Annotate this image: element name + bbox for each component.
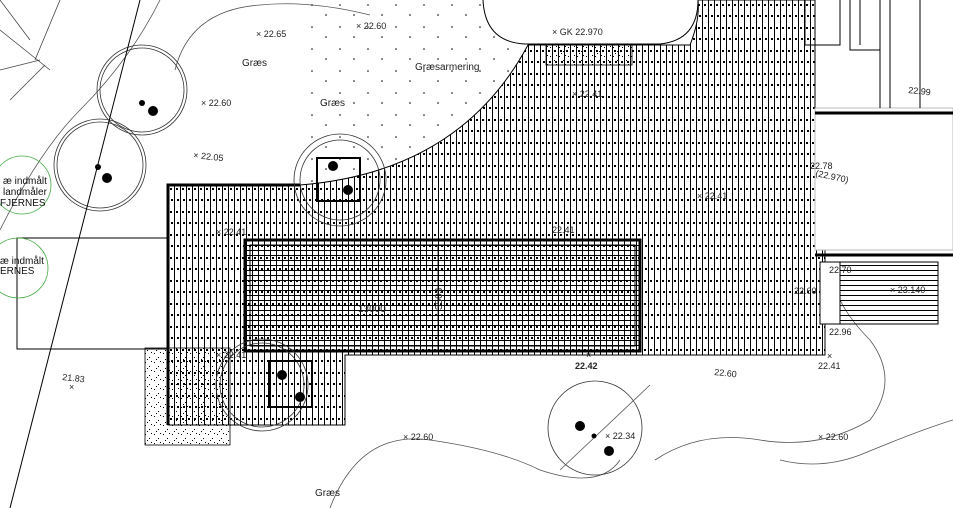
level-point-marker: ×	[827, 351, 832, 361]
planter-rounded	[482, 0, 699, 45]
level-point: × GK 22.970	[552, 27, 603, 37]
wooden-deck	[243, 238, 642, 353]
tree-note: æ indmålt	[0, 255, 44, 267]
paving-border	[166, 183, 300, 425]
level-point: × 22.41	[697, 191, 727, 201]
level-point: × 22.05	[193, 150, 224, 163]
level-point: × 22.65	[256, 29, 286, 39]
tree-note: ERNES	[0, 266, 35, 277]
tree-note: landmåler	[3, 186, 48, 198]
area-label: Græs	[320, 98, 345, 109]
level-point: 22.42	[575, 361, 598, 371]
gravel-strip	[545, 44, 633, 66]
level-point: × 22.41	[572, 89, 602, 99]
tree-pit	[316, 157, 361, 202]
tree-note: æ indmålt	[3, 175, 47, 187]
level-point: 22.70	[829, 265, 852, 275]
level-point: 21.83	[62, 372, 85, 384]
level-point: × 22.60	[818, 432, 848, 442]
labels: Græs Græs Græs Græsarmering 13000 3503 æ…	[0, 21, 931, 499]
level-point: × 23.140	[890, 285, 925, 295]
level-point: × 22.60	[201, 98, 231, 108]
level-point: 22.41	[552, 225, 575, 235]
area-label: Græs	[242, 58, 267, 69]
level-point: 22.99	[908, 85, 931, 97]
tree-markers	[95, 100, 614, 456]
level-point: × 22.60	[403, 432, 433, 442]
level-point: 22.60	[794, 286, 817, 296]
existing-structure-outline	[16, 237, 168, 350]
area-label: Græsarmering	[415, 62, 479, 73]
tree-note: FJERNES	[0, 198, 46, 209]
level-point: 22.60	[714, 367, 737, 379]
trees	[0, 0, 651, 508]
level-point: 22.78	[810, 161, 833, 171]
area-label: Græs	[315, 488, 340, 499]
tree-pit	[268, 360, 313, 408]
building-right	[804, 0, 953, 325]
level-point: 22.96	[829, 327, 852, 337]
grass-paving-area	[300, 0, 528, 185]
level-point: × 22.34	[605, 431, 635, 441]
deck-length-dimension: 13000	[358, 304, 386, 315]
level-point-marker: ×	[69, 382, 74, 392]
gravel-area	[144, 347, 231, 446]
level-point-marker: ×	[586, 350, 591, 360]
level-point: 22.41	[818, 361, 841, 371]
deck-width-dimension: 3503	[434, 287, 445, 310]
level-point: × 22.41	[216, 227, 246, 237]
level-point: × 22.41	[216, 350, 246, 360]
level-point: × 22.60	[356, 21, 386, 31]
